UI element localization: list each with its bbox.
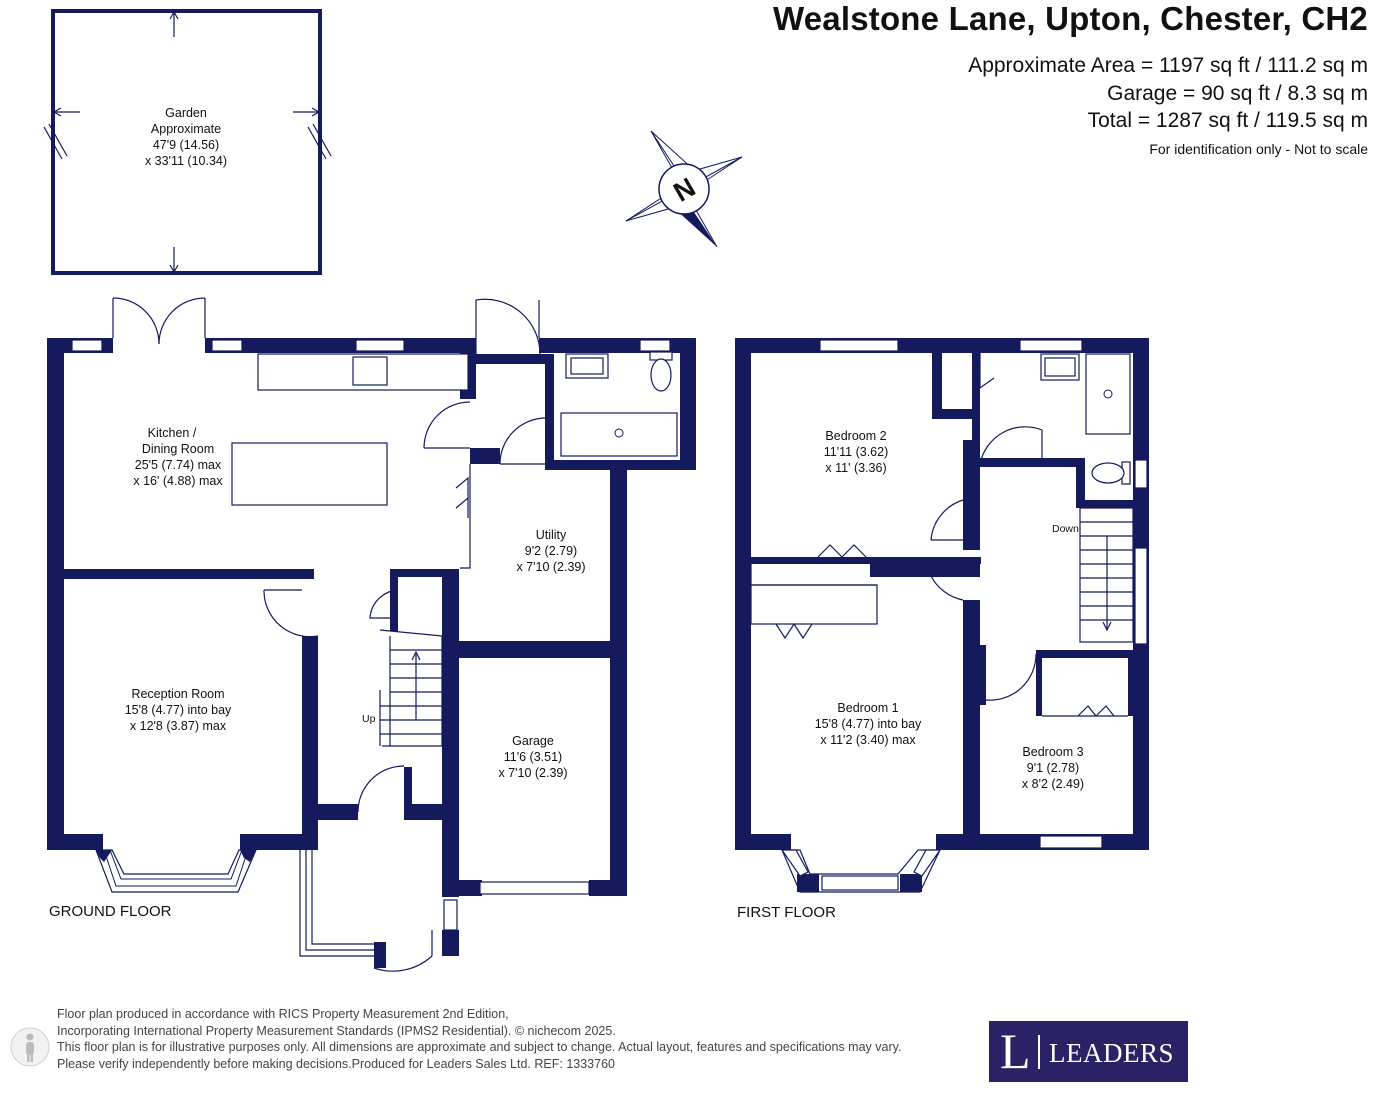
reception-dim-2: x 12'8 (3.87) max — [130, 719, 227, 733]
bedroom2-label: Bedroom 2 — [825, 429, 886, 443]
bedroom2-dim-2: x 11' (3.36) — [825, 461, 886, 475]
disclaimer-line: Incorporating International Property Mea… — [57, 1023, 616, 1038]
first-floor-label: FIRST FLOOR — [737, 904, 836, 921]
approximate-area: Approximate Area = 1197 sq ft / 111.2 sq… — [968, 54, 1368, 77]
utility-label: Utility — [536, 528, 567, 542]
ground-stairs-label: Up — [362, 713, 376, 725]
garden-dim-1: 47'9 (14.56) — [153, 138, 219, 152]
first-stairs-label: Down — [1052, 523, 1079, 535]
identification-note: For identification only - Not to scale — [1149, 141, 1368, 157]
disclaimer: Floor plan produced in accordance with R… — [57, 1006, 901, 1072]
disclaimer-line: Please verify independently before makin… — [57, 1056, 615, 1071]
north-compass: N — [625, 130, 743, 248]
ground-floor-plan: Up Kitchen / Dining Room 25'5 (7.74) max… — [47, 297, 696, 972]
utility-dim-2: x 7'10 (2.39) — [516, 560, 585, 574]
kitchen-label: Kitchen / — [148, 426, 197, 440]
garden-approx: Approximate — [151, 122, 221, 136]
kitchen-label-2: Dining Room — [142, 442, 214, 456]
reception-dim-1: 15'8 (4.77) into bay — [125, 703, 232, 717]
bedroom3-dim-1: 9'1 (2.78) — [1027, 761, 1079, 775]
disclaimer-line: Floor plan produced in accordance with R… — [57, 1007, 509, 1021]
bedroom3-label: Bedroom 3 — [1022, 745, 1083, 759]
bedroom1-dim-1: 15'8 (4.77) into bay — [815, 717, 922, 731]
ground-floor-label: GROUND FLOOR — [49, 903, 172, 920]
bedroom1-dim-2: x 11'2 (3.40) max — [820, 733, 916, 747]
garage-dim-2: x 7'10 (2.39) — [498, 766, 567, 780]
kitchen-dim-2: x 16' (4.88) max — [133, 474, 223, 488]
garage-label: Garage — [512, 734, 554, 748]
disclaimer-line: This floor plan is for illustrative purp… — [57, 1040, 902, 1054]
utility-dim-1: 9'2 (2.79) — [525, 544, 577, 558]
kitchen-dim-1: 25'5 (7.74) max — [135, 458, 222, 472]
garden-label: Garden — [165, 106, 207, 120]
leaders-logo: L LEADERS — [989, 1021, 1188, 1082]
garage-dim-1: 11'6 (3.51) — [504, 750, 562, 764]
bedroom1-label: Bedroom 1 — [837, 701, 898, 715]
property-address: Wealstone Lane, Upton, Chester, CH2 — [772, 0, 1368, 37]
bedroom3-dim-2: x 8'2 (2.49) — [1022, 777, 1084, 791]
logo-divider — [1038, 1035, 1040, 1069]
person-icon — [10, 1027, 50, 1067]
total-area: Total = 1287 sq ft / 119.5 sq m — [1087, 109, 1368, 132]
garage-area: Garage = 90 sq ft / 8.3 sq m — [1107, 82, 1368, 105]
first-floor-plan: Down Bedroom 2 11'11 (3.62) x 11' (3.36)… — [735, 338, 1149, 921]
garden-dim-2: x 33'11 (10.34) — [145, 154, 227, 168]
bedroom2-dim-1: 11'11 (3.62) — [824, 445, 888, 459]
logo-letter: L — [1000, 1023, 1031, 1079]
logo-name: LEADERS — [1049, 1038, 1174, 1068]
reception-label: Reception Room — [131, 687, 224, 701]
garden-plot: Garden Approximate 47'9 (14.56) x 33'11 … — [43, 9, 332, 275]
